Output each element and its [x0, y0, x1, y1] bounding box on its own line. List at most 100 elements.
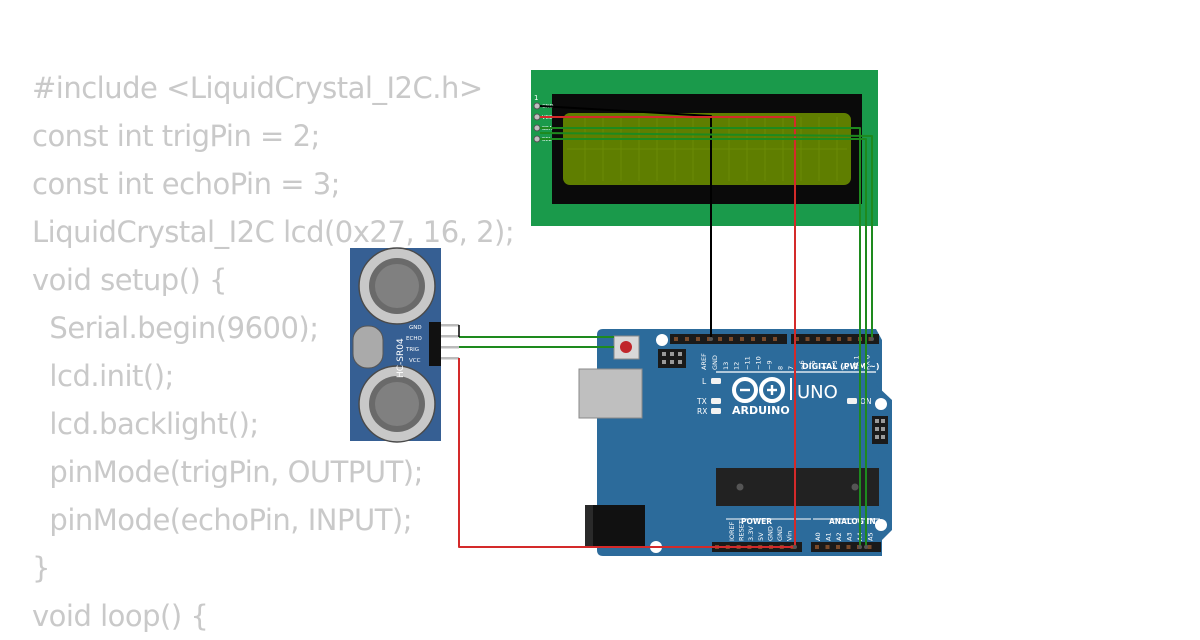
power-pin-label: RESET	[738, 520, 746, 541]
arduino-infinity-logo	[732, 377, 785, 403]
digital-header-low	[791, 334, 879, 344]
digital-pin-label: ~9	[765, 360, 773, 370]
wire-lcd-vcc	[540, 116, 796, 547]
sensor-pin-label: ECHO	[406, 336, 422, 342]
digital-pin-label: RX 0	[864, 355, 872, 370]
header-pin-hole[interactable]	[696, 337, 700, 341]
code-line: Serial.begin(9600);	[32, 311, 319, 345]
wires	[458, 105, 873, 548]
header-pin-hole[interactable]	[773, 337, 777, 341]
power-pin-label: IOREF	[728, 521, 736, 541]
sensor-pin-label: VCC	[409, 358, 421, 364]
digital-pwm-label: DIGITAL (PWM ~)	[802, 362, 880, 371]
header-pin-hole[interactable]	[847, 337, 852, 341]
header-pin-hole[interactable]	[718, 337, 722, 341]
digital-pin-label: ~10	[755, 356, 763, 370]
power-pin-label: GND	[766, 526, 774, 541]
header-pin-hole[interactable]	[729, 337, 733, 341]
sensor-crystal	[352, 325, 384, 369]
lcd-pin-sda[interactable]	[533, 124, 541, 132]
power-pin-label: Vin	[786, 531, 794, 541]
mount-hole	[875, 398, 887, 410]
lcd-pin-vcc[interactable]	[533, 113, 541, 121]
digital-pin-label: 12	[733, 362, 741, 370]
wire-endpoints	[709, 337, 874, 549]
code-line: lcd.init();	[32, 359, 174, 393]
sensor-pin-gnd[interactable]	[441, 324, 459, 327]
digital-pin-label: TX 1	[853, 355, 861, 371]
power-label: POWER	[741, 517, 772, 526]
header-pin-hole[interactable]	[836, 545, 840, 549]
code-line: const int echoPin = 3;	[32, 167, 340, 201]
sensor-model-label: HC-SR04	[396, 338, 406, 378]
digital-pin-label: ~3	[831, 360, 839, 370]
digital-pin-label: GND	[711, 355, 719, 370]
header-pin-hole[interactable]	[685, 337, 689, 341]
analog-header	[811, 542, 881, 552]
led-on	[847, 398, 857, 404]
led-tx-label: TX	[696, 397, 707, 406]
header-pin-hole[interactable]	[795, 337, 799, 341]
header-pin-hole[interactable]	[815, 545, 819, 549]
lcd-pin-gnd[interactable]	[533, 102, 541, 110]
led-rx	[711, 408, 721, 414]
wire-lcd-sda	[540, 127, 861, 547]
digital-pin-label: AREF	[700, 353, 708, 370]
digital-pin-label: 7	[787, 366, 795, 370]
code-line: pinMode(echoPin, INPUT);	[32, 503, 413, 537]
code-line: #include <LiquidCrystal_I2C.h>	[32, 71, 483, 105]
led-l	[711, 378, 721, 384]
mount-hole	[656, 334, 668, 346]
header-pin-hole[interactable]	[826, 337, 831, 341]
icsp-header-usb	[658, 349, 686, 368]
analog-pin-label: A5	[867, 532, 875, 541]
digital-pin-label: 13	[722, 362, 730, 370]
header-pin-hole[interactable]	[867, 545, 872, 549]
icsp-header-mcu	[872, 416, 888, 444]
header-pin-hole[interactable]	[816, 337, 820, 341]
header-pin-hole[interactable]	[825, 545, 830, 549]
power-jack	[585, 505, 645, 546]
code-line: const int trigPin = 2;	[32, 119, 320, 153]
code-line: void setup() {	[32, 263, 228, 297]
code-line: LiquidCrystal_I2C lcd(0x27, 16, 2);	[32, 215, 515, 249]
analog-pin-label: A1	[825, 532, 833, 541]
header-pin-hole[interactable]	[674, 337, 678, 341]
header-pin-hole[interactable]	[846, 545, 851, 549]
mount-hole	[875, 519, 887, 531]
digital-pin-label: 4	[820, 366, 828, 370]
sensor-pin-trig[interactable]	[441, 346, 459, 349]
analog-in-label: ANALOG IN	[829, 517, 876, 526]
reset-button[interactable]	[620, 341, 632, 353]
wire-echo-pin3	[539, 132, 873, 339]
code-line: }	[32, 551, 50, 585]
lcd-pin-scl[interactable]	[533, 135, 541, 143]
sensor-header	[429, 322, 441, 366]
code-listing: #include <LiquidCrystal_I2C.h>const int …	[32, 64, 515, 640]
digital-pin-label: 8	[776, 366, 784, 370]
header-pin-hole[interactable]	[751, 337, 755, 341]
power-pin-label: 5V	[757, 532, 765, 541]
lcd-display: 1 GND VCC SDA SCL	[531, 70, 878, 226]
header-pin-hole[interactable]	[837, 337, 841, 341]
code-line: pinMode(trigPin, OUTPUT);	[32, 455, 423, 489]
digital-pin-label: ~6	[798, 360, 806, 370]
digital-header-high	[670, 334, 787, 344]
header-pin-hole[interactable]	[805, 337, 810, 341]
sensor-pin-label: GND	[409, 325, 422, 331]
digital-pin-label: ~5	[809, 360, 817, 370]
sensor-pin-echo[interactable]	[441, 335, 459, 338]
header-pin-hole[interactable]	[762, 337, 766, 341]
sensor-pin-vcc[interactable]	[441, 357, 459, 360]
wire-lcd-scl	[540, 138, 867, 547]
sensor-pin-label: TRIG	[405, 347, 419, 353]
power-pin-label: GND	[776, 526, 784, 541]
digital-pin-label: ~11	[744, 356, 752, 370]
header-pin-hole[interactable]	[740, 337, 744, 341]
digital-pin-label: 2	[842, 366, 850, 370]
led-rx-label: RX	[697, 407, 707, 416]
ultrasonic-sensor: HC-SR04 GND ECHO TRIG VCC	[350, 247, 459, 443]
code-line: void loop() {	[32, 599, 209, 633]
